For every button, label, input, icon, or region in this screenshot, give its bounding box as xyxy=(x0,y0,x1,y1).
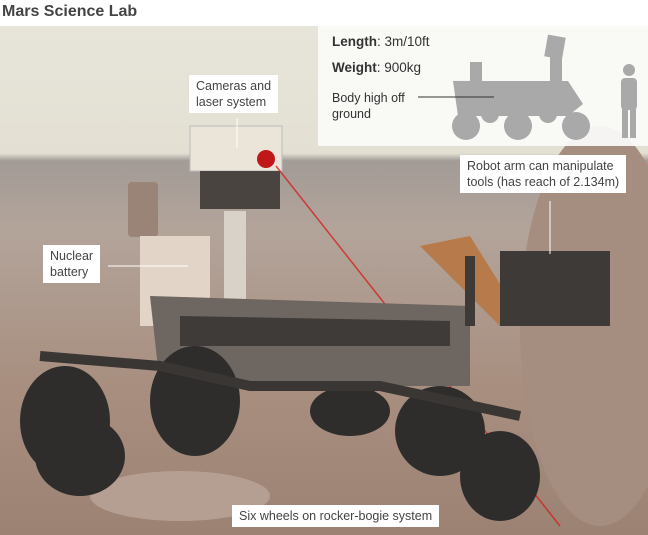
arm-turret xyxy=(500,251,610,326)
length-spec: Length: 3m/10ft xyxy=(332,34,430,49)
rock-foreground xyxy=(90,471,270,521)
rover-drawing xyxy=(20,80,648,527)
laser-lens xyxy=(257,150,275,168)
specs-panel: Length: 3m/10ft Weight: 900kg Body high … xyxy=(318,26,648,146)
infographic-title: Mars Science Lab xyxy=(2,3,138,20)
body-note-line1: Body high off xyxy=(332,91,405,105)
callout-cameras-line1: Cameras and xyxy=(196,79,272,93)
rocker-bogie xyxy=(39,351,522,421)
body-note-line2: ground xyxy=(332,107,371,121)
weight-value: : 900kg xyxy=(376,60,422,75)
rtg-cylinder xyxy=(128,182,158,237)
rover-silhouette xyxy=(452,34,590,140)
callout-nuclear-line2: battery xyxy=(50,265,89,279)
length-value: : 3m/10ft xyxy=(377,34,430,49)
callout-cameras-line2: laser system xyxy=(196,95,267,109)
wheels xyxy=(20,346,540,521)
scale-silhouettes xyxy=(418,34,637,140)
body-note: Body high off ground xyxy=(332,90,405,122)
callout-wheels: Six wheels on rocker-bogie system xyxy=(232,505,440,527)
callout-arm-line1: Robot arm can manipulate xyxy=(467,159,614,173)
rover-illustration: Length: 3m/10ft Weight: 900kg Body high … xyxy=(0,26,648,535)
weight-label: Weight xyxy=(332,60,377,75)
weight-spec: Weight: 900kg xyxy=(332,60,421,75)
callout-arm-line2: tools (has reach of 2.134m) xyxy=(467,175,620,189)
callout-nuclear-battery: Nuclear battery xyxy=(43,245,101,283)
camera-lenses xyxy=(200,171,280,209)
callout-robot-arm: Robot arm can manipulate tools (has reac… xyxy=(460,155,627,193)
callout-nuclear-line1: Nuclear xyxy=(50,249,94,263)
callout-cameras: Cameras and laser system xyxy=(189,75,279,113)
length-label: Length xyxy=(332,34,377,49)
person-silhouette xyxy=(621,64,637,138)
